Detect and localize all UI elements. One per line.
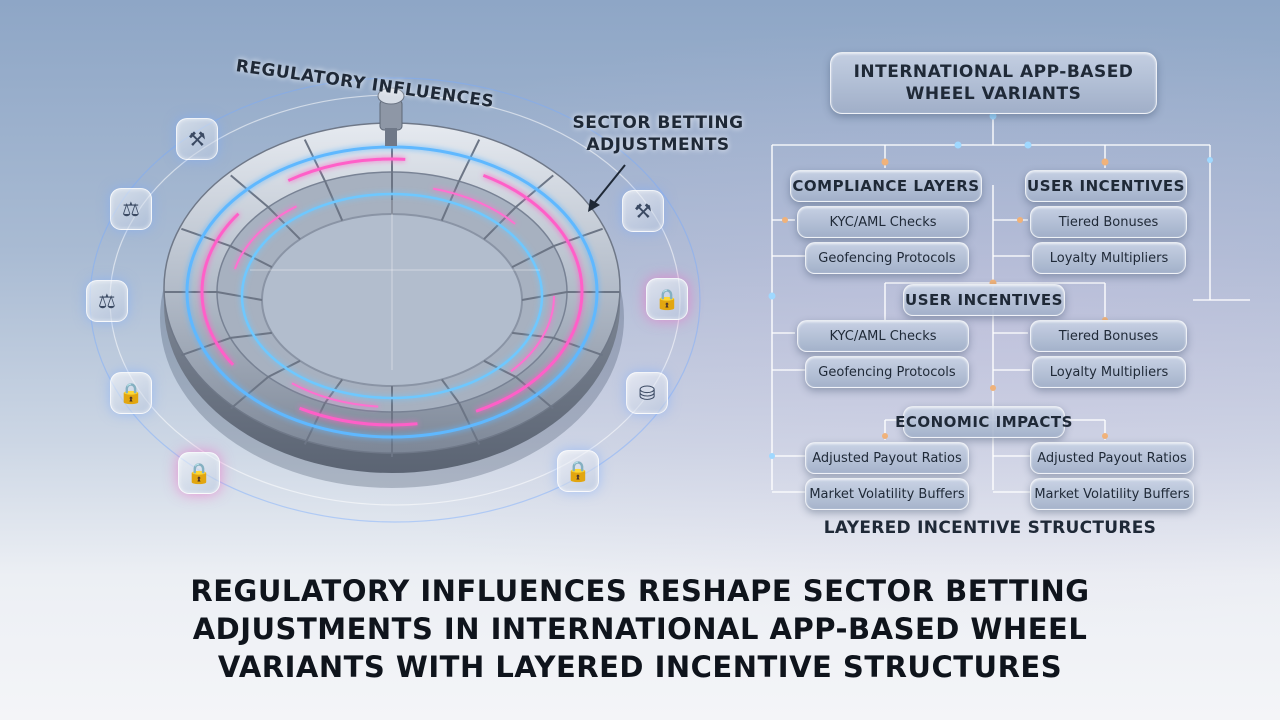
wheel-inner-divider <box>511 245 555 268</box>
lock-icon: 🔒 <box>178 452 220 494</box>
loyalty-multipliers-node: Loyalty Multipliers <box>1032 242 1186 274</box>
root-line2: WHEEL VARIANTS <box>905 84 1082 104</box>
wheel-divider <box>181 336 231 357</box>
gavel-icon: ⚒ <box>176 118 218 160</box>
neon-ring-blue-inner <box>240 192 544 400</box>
wheel-inner-divider <box>230 331 273 339</box>
sector-betting-label: SECTOR BETTING ADJUSTMENTS <box>563 112 753 156</box>
wheel-pointer-peg <box>377 87 405 146</box>
sector-label-line1: SECTOR BETTING <box>572 113 744 133</box>
title-line3: VARIANTS WITH LAYERED INCENTIVE STRUCTUR… <box>217 650 1063 684</box>
wheel-inner-divider <box>216 291 263 301</box>
wheel-divider <box>181 227 231 248</box>
title-line1: REGULATORY INFLUENCES RESHAPE SECTOR BET… <box>190 574 1090 608</box>
center-crosshair <box>250 200 540 370</box>
wheel-inner-divider <box>267 206 301 240</box>
wheel-divider <box>303 139 326 182</box>
kyc-aml-node: KYC/AML Checks <box>797 206 969 238</box>
wheel-segment-dividers <box>164 127 620 457</box>
wheel-inner-divider <box>483 359 517 378</box>
geofencing-node: Geofencing Protocols <box>805 242 969 274</box>
wheel-divider <box>515 376 554 410</box>
economic-impacts-node: ECONOMIC IMPACTS <box>895 406 1072 438</box>
wheel-divider <box>230 376 269 410</box>
neon-ring-blue-outer <box>185 145 599 439</box>
wheel-inner-divider <box>229 245 273 268</box>
root-node-wheel-variants: INTERNATIONAL APP-BASED WHEEL VARIANTS <box>830 52 1157 114</box>
wheel-inner-divider <box>267 359 301 378</box>
volatility-buffers-node: Market Volatility Buffers <box>805 478 969 510</box>
wheel-inner-divider <box>521 291 568 301</box>
tiered-bonuses-node: Tiered Bonuses <box>1030 206 1187 238</box>
wheel-inner-divider <box>511 331 554 339</box>
scales-icon: ⚖ <box>86 280 128 322</box>
wheel-divider <box>230 174 269 208</box>
user-incentives-node: USER INCENTIVES <box>903 284 1065 316</box>
main-title: REGULATORY INFLUENCES RESHAPE SECTOR BET… <box>100 572 1180 686</box>
coins-icon: ⛁ <box>626 372 668 414</box>
kyc-aml-node: KYC/AML Checks <box>797 320 969 352</box>
wheel-divider <box>458 139 481 182</box>
wheel-divider <box>458 402 481 445</box>
compliance-layers-node: COMPLIANCE LAYERS <box>790 170 982 202</box>
loyalty-multipliers-node: Loyalty Multipliers <box>1032 356 1186 388</box>
tiered-bonuses-node: Tiered Bonuses <box>1030 320 1187 352</box>
adjusted-payout-node: Adjusted Payout Ratios <box>1030 442 1194 474</box>
gavel-icon: ⚒ <box>622 190 664 232</box>
sector-label-line2: ADJUSTMENTS <box>586 135 730 155</box>
layered-incentive-caption: LAYERED INCENTIVE STRUCTURES <box>823 518 1157 538</box>
volatility-buffers-node: Market Volatility Buffers <box>1030 478 1194 510</box>
sector-arrowhead <box>588 199 600 212</box>
adjusted-payout-node: Adjusted Payout Ratios <box>805 442 969 474</box>
root-line1: INTERNATIONAL APP-BASED <box>853 62 1134 82</box>
lock-icon: 🔒 <box>110 372 152 414</box>
wheel-divider <box>553 336 603 357</box>
title-line2: ADJUSTMENTS IN INTERNATIONAL APP-BASED W… <box>192 612 1088 646</box>
user-incentives-node: USER INCENTIVES <box>1025 170 1187 202</box>
neon-ring-pink <box>200 157 584 427</box>
wheel-divider <box>515 174 554 208</box>
scales-icon: ⚖ <box>110 188 152 230</box>
lock-icon: 🔒 <box>646 278 688 320</box>
lock-icon: 🔒 <box>557 450 599 492</box>
wheel-inner-divider <box>483 206 517 240</box>
wheel-divider <box>303 402 326 445</box>
wheel-divider <box>553 227 603 248</box>
sector-arrow <box>591 164 626 207</box>
neon-ring-pink-inner <box>229 184 555 408</box>
geofencing-node: Geofencing Protocols <box>805 356 969 388</box>
